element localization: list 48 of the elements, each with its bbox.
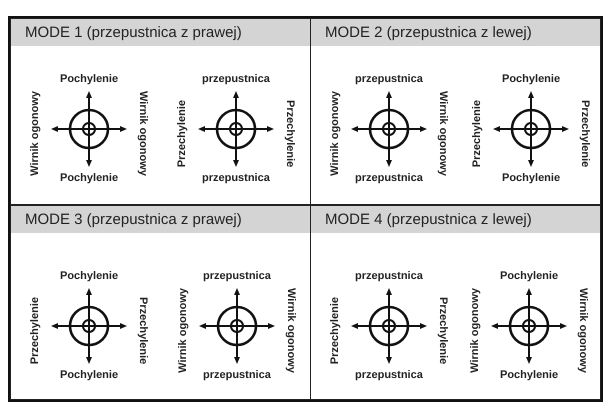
stick-crosshair-icon [491,288,567,364]
axis-label: Pochylenie [60,73,118,85]
stick-crosshair-icon [51,288,127,364]
axis-label: Wirnik ogonowy [437,90,449,176]
axis-label: Przechylenie [579,100,591,167]
stick-crosshair-icon [198,91,274,167]
axis-label: Pochylenie [502,172,560,184]
mode-panel [10,18,312,205]
axis-label: Pochylenie [60,369,118,381]
axis-label: Wirnik ogonowy [177,288,189,372]
axis-label: Przechylenie [329,296,341,364]
axis-label: przepustnica [202,172,270,184]
axis-label: Przechylenie [29,296,41,364]
mode-panel [310,18,601,205]
axis-label: Wirnik ogonowy [577,288,589,372]
stick-crosshair-icon [51,91,127,167]
mode-panel [310,205,601,400]
panel-heading: MODE 1 (przepustnica z prawej) [11,19,311,46]
stick-crosshair-icon [493,91,569,167]
axis-label: Wirnik ogonowy [285,288,297,372]
axis-label: Pochylenie [500,369,558,381]
axis-label: Wirnik ogonowy [329,90,341,176]
axis-label: Przechylenie [137,296,149,364]
axis-label: przepustnica [203,369,271,381]
stick-crosshair-icon [199,288,275,364]
axis-label: Przechylenie [284,100,296,167]
axis-label: Przechylenie [437,296,449,364]
axis-label: przepustnica [355,369,423,381]
axis-label: przepustnica [355,73,423,85]
panel-heading: MODE 2 (przepustnica z lewej) [311,19,600,46]
axis-label: Pochylenie [502,73,560,85]
axis-label: przepustnica [203,270,271,282]
stick-crosshair-icon [351,91,427,167]
axis-label: Pochylenie [60,172,118,184]
axis-label: Pochylenie [60,270,118,282]
axis-label: Wirnik ogonowy [29,90,41,176]
mode-panel [10,205,312,400]
axis-label: Wirnik ogonowy [137,90,149,176]
panel-heading: MODE 4 (przepustnica z lewej) [311,206,600,233]
axis-label: przepustnica [202,73,270,85]
axis-label: Wirnik ogonowy [469,288,481,372]
axis-label: Pochylenie [500,270,558,282]
axis-label: przepustnica [355,270,423,282]
axis-label: Przechylenie [176,100,188,167]
panel-heading: MODE 3 (przepustnica z prawej) [11,206,311,233]
stick-crosshair-icon [351,288,427,364]
axis-label: przepustnica [355,172,423,184]
axis-label: Przechylenie [471,100,483,167]
